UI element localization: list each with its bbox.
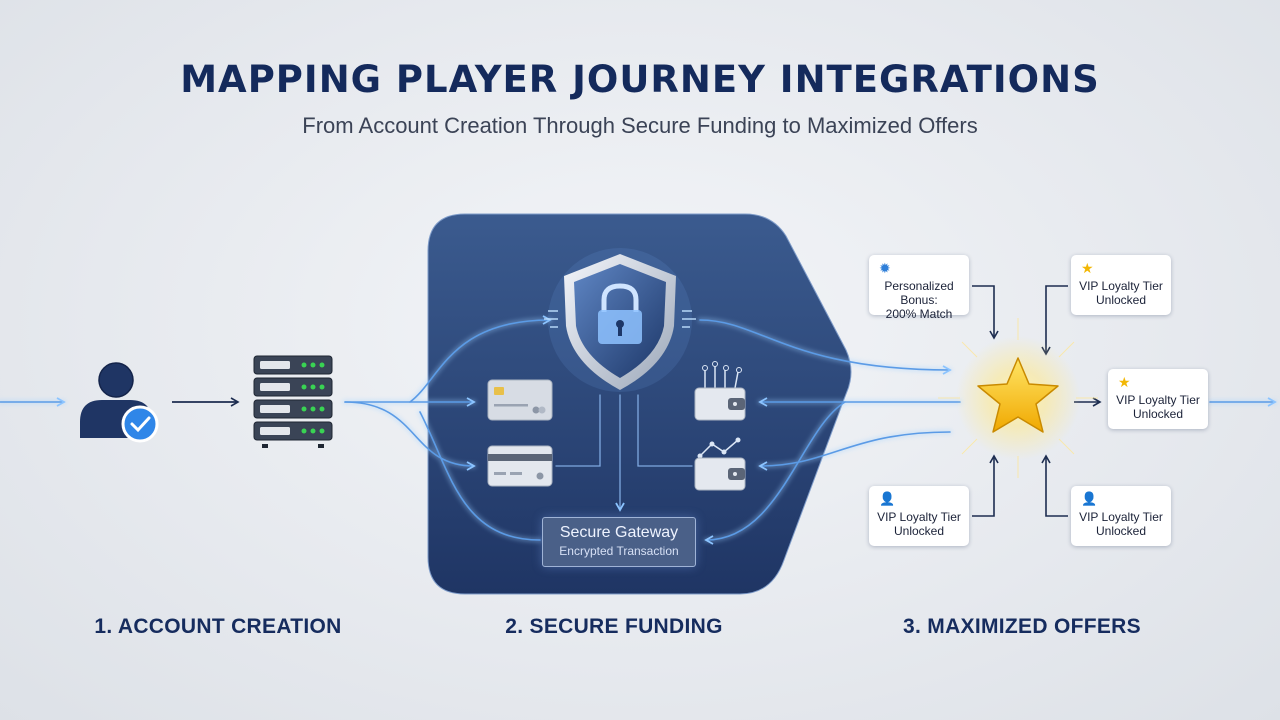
secure-gateway-box: Secure Gateway Encrypted Transaction <box>542 517 696 567</box>
stage-label-maximized-offers: 3. MAXIMIZED OFFERS <box>903 615 1141 638</box>
wallet-icon <box>694 437 746 491</box>
credit-card-icon <box>487 379 553 421</box>
offer-line2: 200% Match <box>885 307 953 321</box>
offer-connectors <box>972 285 1102 517</box>
person-icon: 👤 <box>1081 491 1098 506</box>
offer-card-vip: 👤 VIP Loyalty Tier Unlocked <box>869 486 969 546</box>
offer-line2: Unlocked <box>893 524 945 538</box>
gateway-subtitle: Encrypted Transaction <box>559 544 679 558</box>
offer-line1: VIP Loyalty Tier <box>877 510 961 524</box>
user-verified-icon <box>80 362 159 443</box>
shield-lock-icon <box>544 248 696 392</box>
page-title: MAPPING PLAYER JOURNEY INTEGRATIONS <box>180 58 1100 101</box>
stage-label-account-creation: 1. ACCOUNT CREATION <box>94 615 342 638</box>
offer-card-vip: ★ VIP Loyalty Tier Unlocked <box>1108 369 1208 429</box>
server-stack-icon <box>253 355 333 448</box>
offer-line1: Personalized Bonus: <box>884 279 954 307</box>
star-icon: ★ <box>1118 374 1131 390</box>
wallet-icon <box>694 361 746 421</box>
funding-panel <box>427 213 852 595</box>
star-icon: ★ <box>1081 260 1094 276</box>
gateway-title: Secure Gateway <box>559 524 679 541</box>
offer-line1: VIP Loyalty Tier <box>1079 279 1163 293</box>
page-subtitle: From Account Creation Through Secure Fun… <box>302 113 978 138</box>
star-reward-icon <box>938 318 1098 478</box>
offer-line1: VIP Loyalty Tier <box>1079 510 1163 524</box>
flow-lines <box>0 315 1278 545</box>
offer-line1: VIP Loyalty Tier <box>1116 393 1200 407</box>
stage-label-secure-funding: 2. SECURE FUNDING <box>505 615 723 638</box>
offer-line2: Unlocked <box>1095 293 1147 307</box>
badge-icon: ✹ <box>879 260 891 276</box>
offer-line2: Unlocked <box>1095 524 1147 538</box>
offer-card-vip: 👤 VIP Loyalty Tier Unlocked <box>1071 486 1171 546</box>
offer-card-bonus: ✹ Personalized Bonus: 200% Match <box>869 255 969 321</box>
card-terminal-icon <box>487 445 553 487</box>
offer-line2: Unlocked <box>1132 407 1184 421</box>
person-icon: 👤 <box>879 491 896 506</box>
offer-card-vip: ★ VIP Loyalty Tier Unlocked <box>1071 255 1171 315</box>
